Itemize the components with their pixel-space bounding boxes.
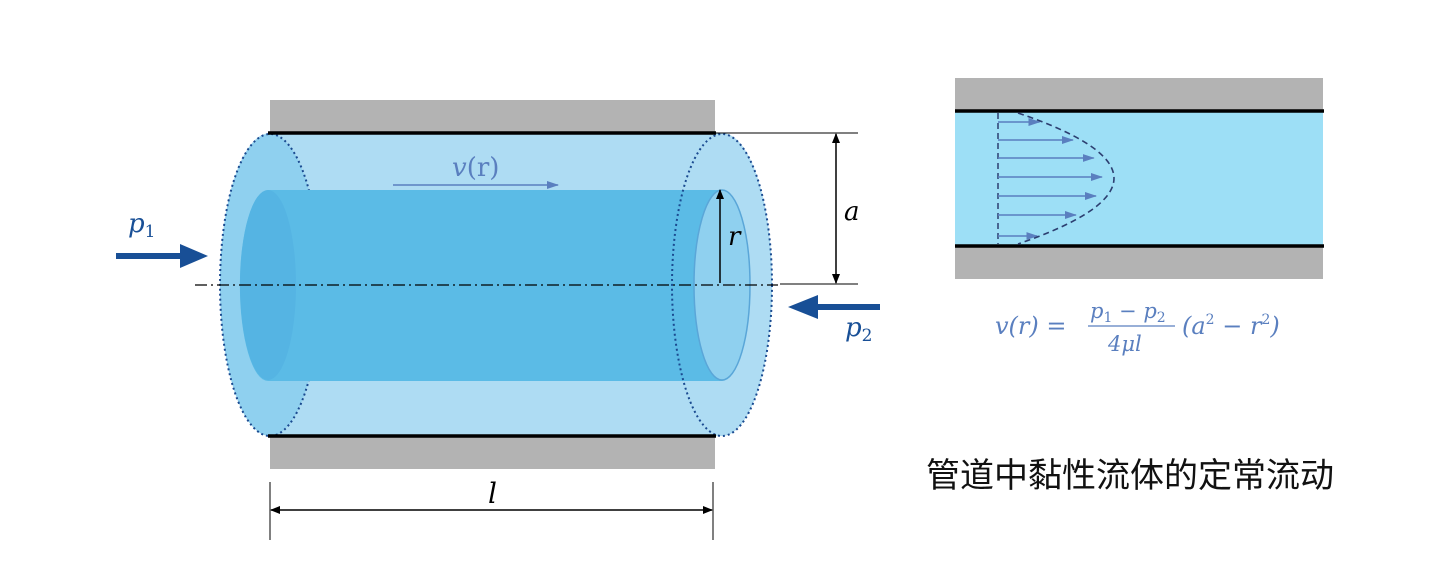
a-label: a [844,197,860,227]
p2-arrow [788,295,880,319]
formula-numerator: p1 − p2 [1090,299,1166,326]
diagram-caption: 管道中黏性流体的定常流动 [926,456,1334,496]
length-label: l [488,477,497,510]
velocity-formula: v(r) = p1 − p2 4μl (a2 − r2) [995,299,1280,356]
p2-label: p2 [845,313,872,346]
formula-denominator: 4μl [1107,332,1142,356]
parabola-curve [1017,112,1115,245]
flow-velocity-label: v(r) [452,153,499,183]
inner-fluid-body [239,190,751,381]
bottom-wall [270,436,715,469]
formula-rhs: (a2 − r2) [1182,312,1280,340]
profile-bottom-wall [955,246,1323,279]
p1-label: p1 [128,209,155,242]
p1-arrow [116,244,208,268]
formula-lhs: v(r) = [995,312,1067,340]
top-wall [270,100,715,133]
pipe-3d: v(r) r a l p1 p2 [116,100,880,540]
velocity-profile [955,78,1324,279]
radius-label: r [728,222,742,252]
profile-top-wall [955,78,1323,111]
profile-arrows [998,118,1103,240]
profile-fluid [955,111,1323,246]
